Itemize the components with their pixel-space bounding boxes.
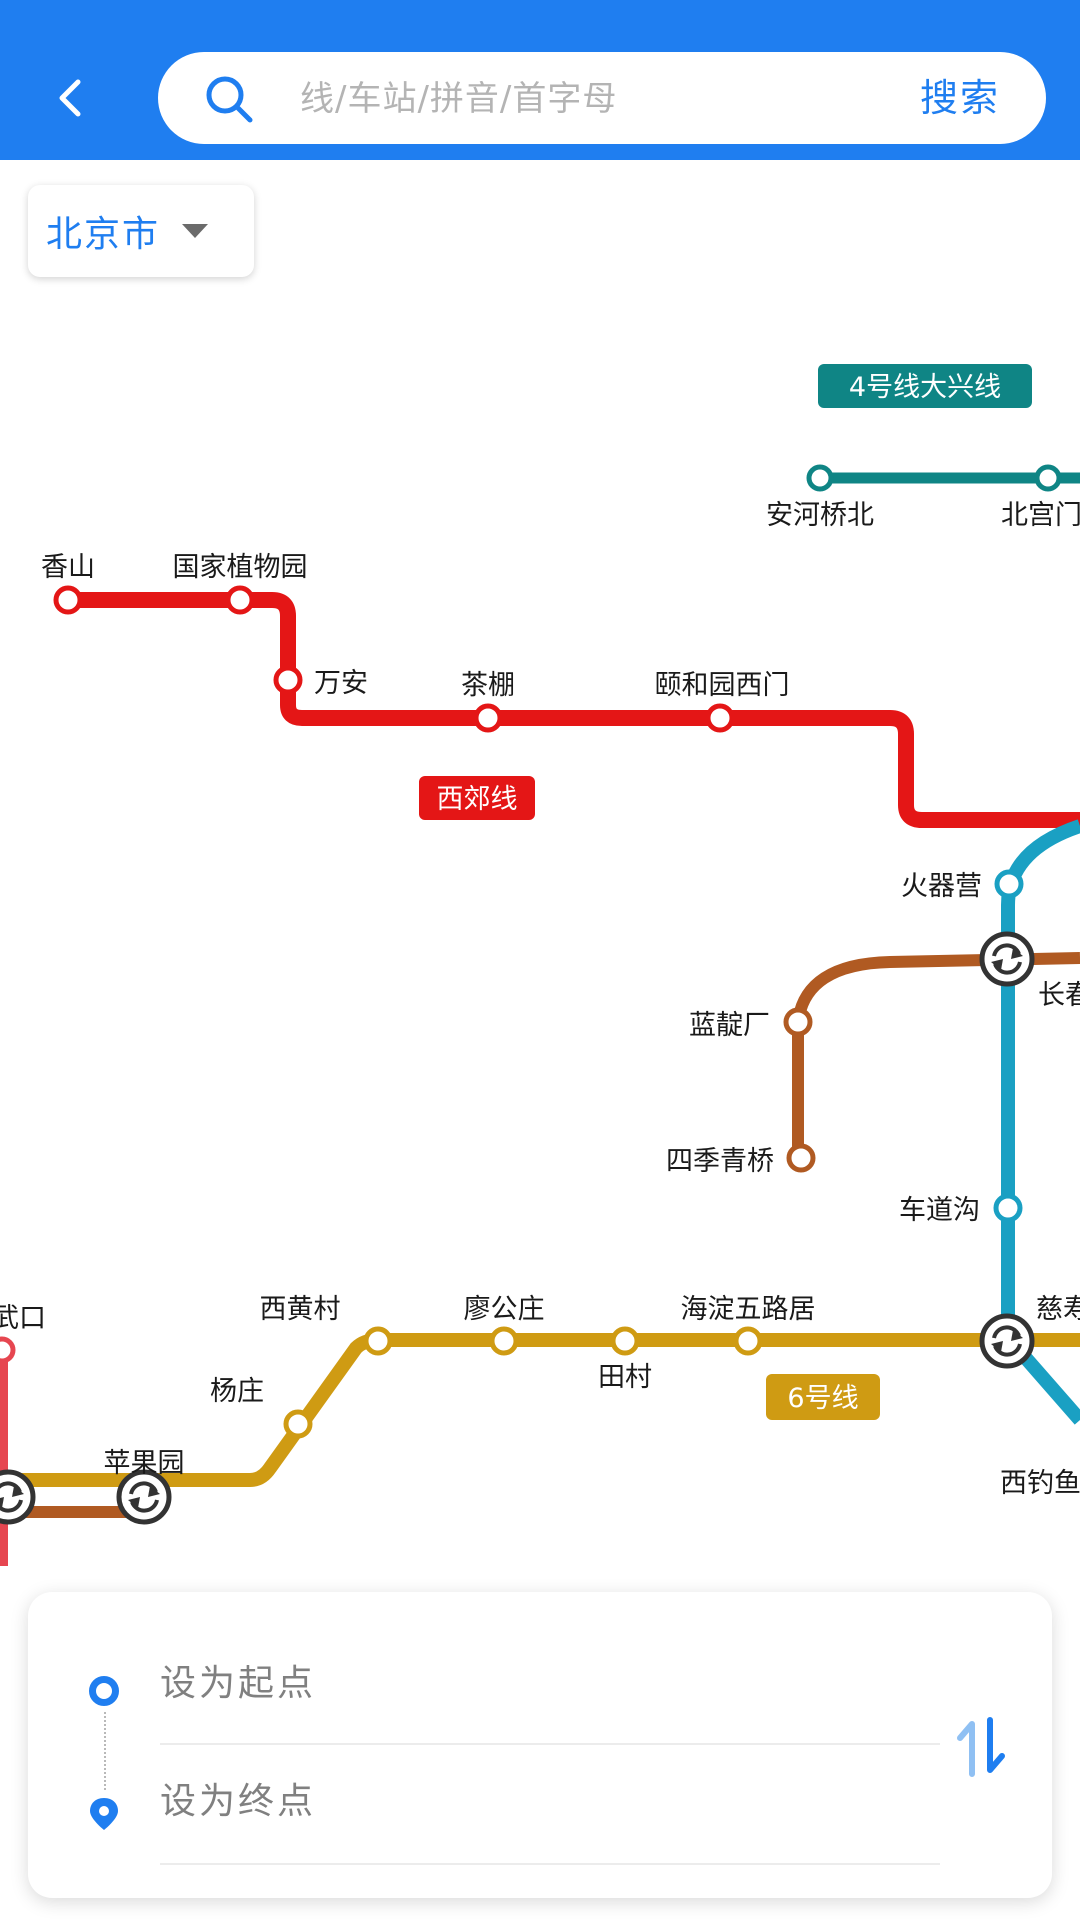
station-dot[interactable] [786, 1143, 816, 1173]
line-label-xijiao[interactable]: 西郊线 [419, 776, 535, 820]
station-label[interactable]: 长春 [1038, 980, 1080, 1011]
route-connector [104, 1712, 106, 1790]
station-label[interactable]: 茶棚 [461, 670, 515, 701]
station-label[interactable]: 西黄村 [260, 1294, 341, 1325]
station-dot[interactable] [806, 464, 834, 492]
top-bar: 搜索 [0, 0, 1080, 160]
station-dot[interactable] [53, 585, 83, 615]
station-dot[interactable] [733, 1326, 763, 1356]
line-6 [0, 1326, 1080, 1487]
svg-text:4号线大兴线: 4号线大兴线 [849, 372, 1001, 403]
station-dot[interactable] [994, 869, 1024, 899]
station-dot[interactable] [473, 703, 503, 733]
station-label[interactable]: 海淀五路居 [681, 1294, 816, 1325]
start-point-field[interactable]: 设为起点 [160, 1663, 317, 1704]
line-brown [0, 952, 1080, 1518]
search-button[interactable]: 搜索 [919, 76, 1000, 120]
divider [160, 1863, 940, 1865]
station-label[interactable]: 蓝靛厂 [689, 1010, 770, 1041]
search-input[interactable] [298, 62, 862, 136]
station-label[interactable]: 武口 [0, 1303, 46, 1334]
station-dot[interactable] [993, 1193, 1023, 1223]
station-dot[interactable] [705, 703, 735, 733]
line-label-daxing[interactable]: 4号线大兴线 [818, 364, 1032, 408]
metro-map[interactable]: 4号线大兴线 西郊线 [0, 160, 1080, 1580]
swap-icon[interactable] [948, 1712, 1018, 1782]
caret-down-icon [182, 224, 209, 238]
location-pin-icon [90, 1798, 118, 1830]
svg-text:西郊线: 西郊线 [437, 784, 518, 815]
city-name: 北京市 [46, 214, 161, 255]
station-label[interactable]: 苹果园 [104, 1448, 185, 1479]
station-dot[interactable] [0, 1336, 16, 1364]
station-label[interactable]: 四季青桥 [666, 1146, 774, 1177]
station-label[interactable]: 香山 [41, 552, 95, 583]
svg-text:6号线: 6号线 [787, 1383, 858, 1414]
line-s1-red [0, 1336, 16, 1566]
station-label[interactable]: 北宫门 [1001, 500, 1080, 531]
city-selector[interactable]: 北京市 [28, 185, 254, 277]
station-label[interactable]: 田村 [598, 1362, 652, 1393]
line-4-daxing [806, 464, 1080, 492]
station-dot[interactable] [610, 1326, 640, 1356]
station-label[interactable]: 国家植物园 [173, 552, 308, 583]
station-dot[interactable] [363, 1326, 393, 1356]
divider [160, 1743, 940, 1745]
transfer-station-icon[interactable] [0, 1472, 33, 1522]
station-label[interactable]: 火器营 [901, 871, 982, 902]
station-label[interactable]: 慈寿 [1036, 1294, 1080, 1325]
station-dot[interactable] [1034, 464, 1062, 492]
transfer-station-icon[interactable] [982, 934, 1032, 984]
station-label[interactable]: 廖公庄 [464, 1294, 545, 1325]
station-dot[interactable] [283, 1409, 313, 1439]
search-bar: 搜索 [158, 52, 1046, 144]
search-icon [206, 76, 253, 123]
station-label[interactable]: 颐和园西门 [655, 670, 790, 701]
end-point-field[interactable]: 设为终点 [160, 1781, 317, 1822]
station-dot[interactable] [225, 585, 255, 615]
transfer-station-icon[interactable] [982, 1316, 1032, 1366]
line-label-6[interactable]: 6号线 [766, 1374, 880, 1420]
station-label[interactable]: 安河桥北 [766, 500, 874, 531]
station-label[interactable]: 杨庄 [210, 1376, 264, 1407]
chevron-left-icon [59, 79, 81, 117]
line-xijiao [53, 585, 1080, 828]
route-panel: 设为起点 设为终点 [28, 1592, 1052, 1898]
start-point-icon [89, 1676, 119, 1706]
station-label[interactable]: 西钓鱼 [1000, 1468, 1080, 1499]
station-label[interactable]: 万安 [314, 668, 368, 699]
transfer-station-icon[interactable] [119, 1472, 169, 1522]
back-button[interactable] [40, 60, 100, 136]
station-dot[interactable] [273, 665, 303, 695]
station-dot[interactable] [489, 1326, 519, 1356]
station-dot[interactable] [783, 1007, 813, 1037]
station-label[interactable]: 车道沟 [899, 1195, 980, 1226]
